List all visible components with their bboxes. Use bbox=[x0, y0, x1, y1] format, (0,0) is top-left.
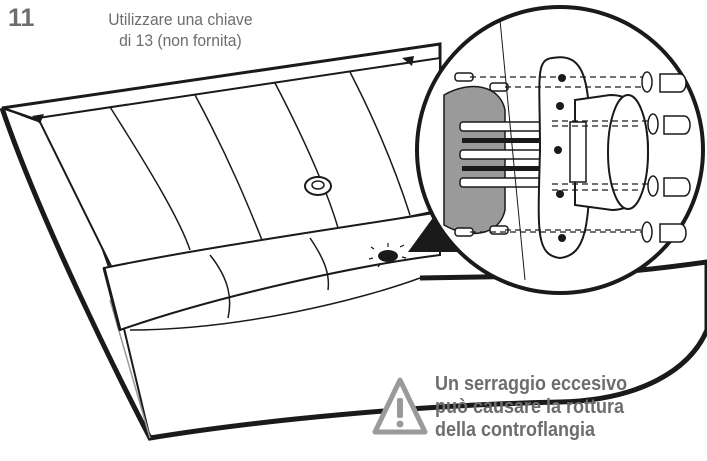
instruction-text: Utilizzare una chiave di 13 (non fornita… bbox=[70, 9, 291, 51]
front-band bbox=[102, 210, 441, 332]
drain-hole bbox=[378, 250, 398, 262]
warning-triangle-icon bbox=[372, 377, 428, 435]
instruction-line-2: di 13 (non fornita) bbox=[119, 31, 242, 50]
warning-line-3: della controflangia bbox=[435, 419, 596, 441]
warning-line-2: può causare la rottura bbox=[435, 396, 625, 418]
warning-text: Un serraggio eccesivo può causare la rot… bbox=[435, 373, 680, 442]
warning-line-1: Un serraggio eccesivo bbox=[435, 373, 628, 395]
top-panel bbox=[32, 56, 441, 270]
step-number: 11 bbox=[8, 4, 35, 32]
zoom-detail bbox=[415, 5, 705, 295]
center-knob bbox=[304, 176, 332, 196]
instruction-line-1: Utilizzare una chiave bbox=[108, 10, 253, 29]
